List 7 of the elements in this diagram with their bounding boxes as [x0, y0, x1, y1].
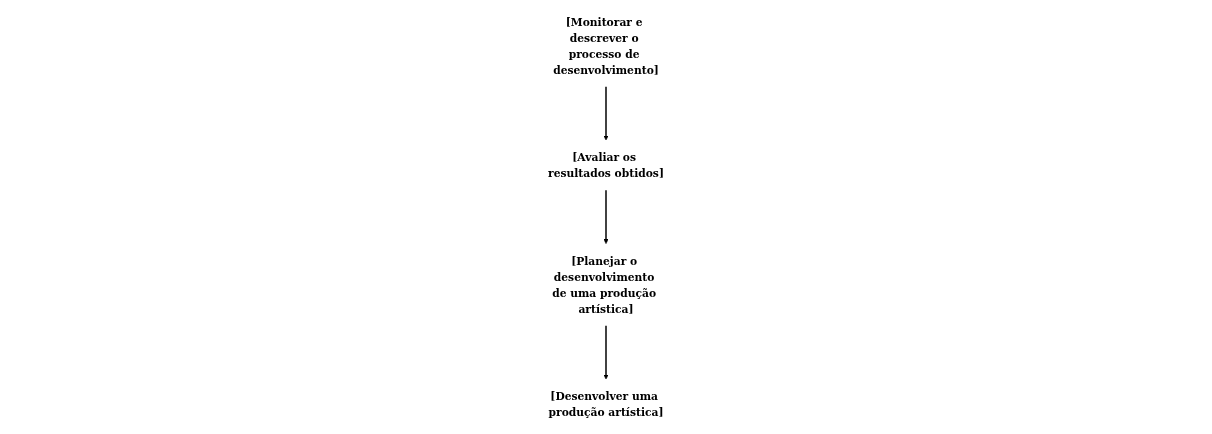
node-text: [Monitorar e descrever o processo de desenvolvimento]: [553, 15, 659, 77]
node-text: [Planejar o desenvolvimento de uma produção artística]: [552, 254, 657, 316]
arrow: [603, 189, 609, 244]
arrow: [603, 325, 609, 380]
node-text: [Desenvolver uma produção artística]: [548, 390, 664, 419]
node-text: [Avaliar os resultados obtidos]: [548, 151, 664, 180]
arrow: [603, 86, 609, 141]
